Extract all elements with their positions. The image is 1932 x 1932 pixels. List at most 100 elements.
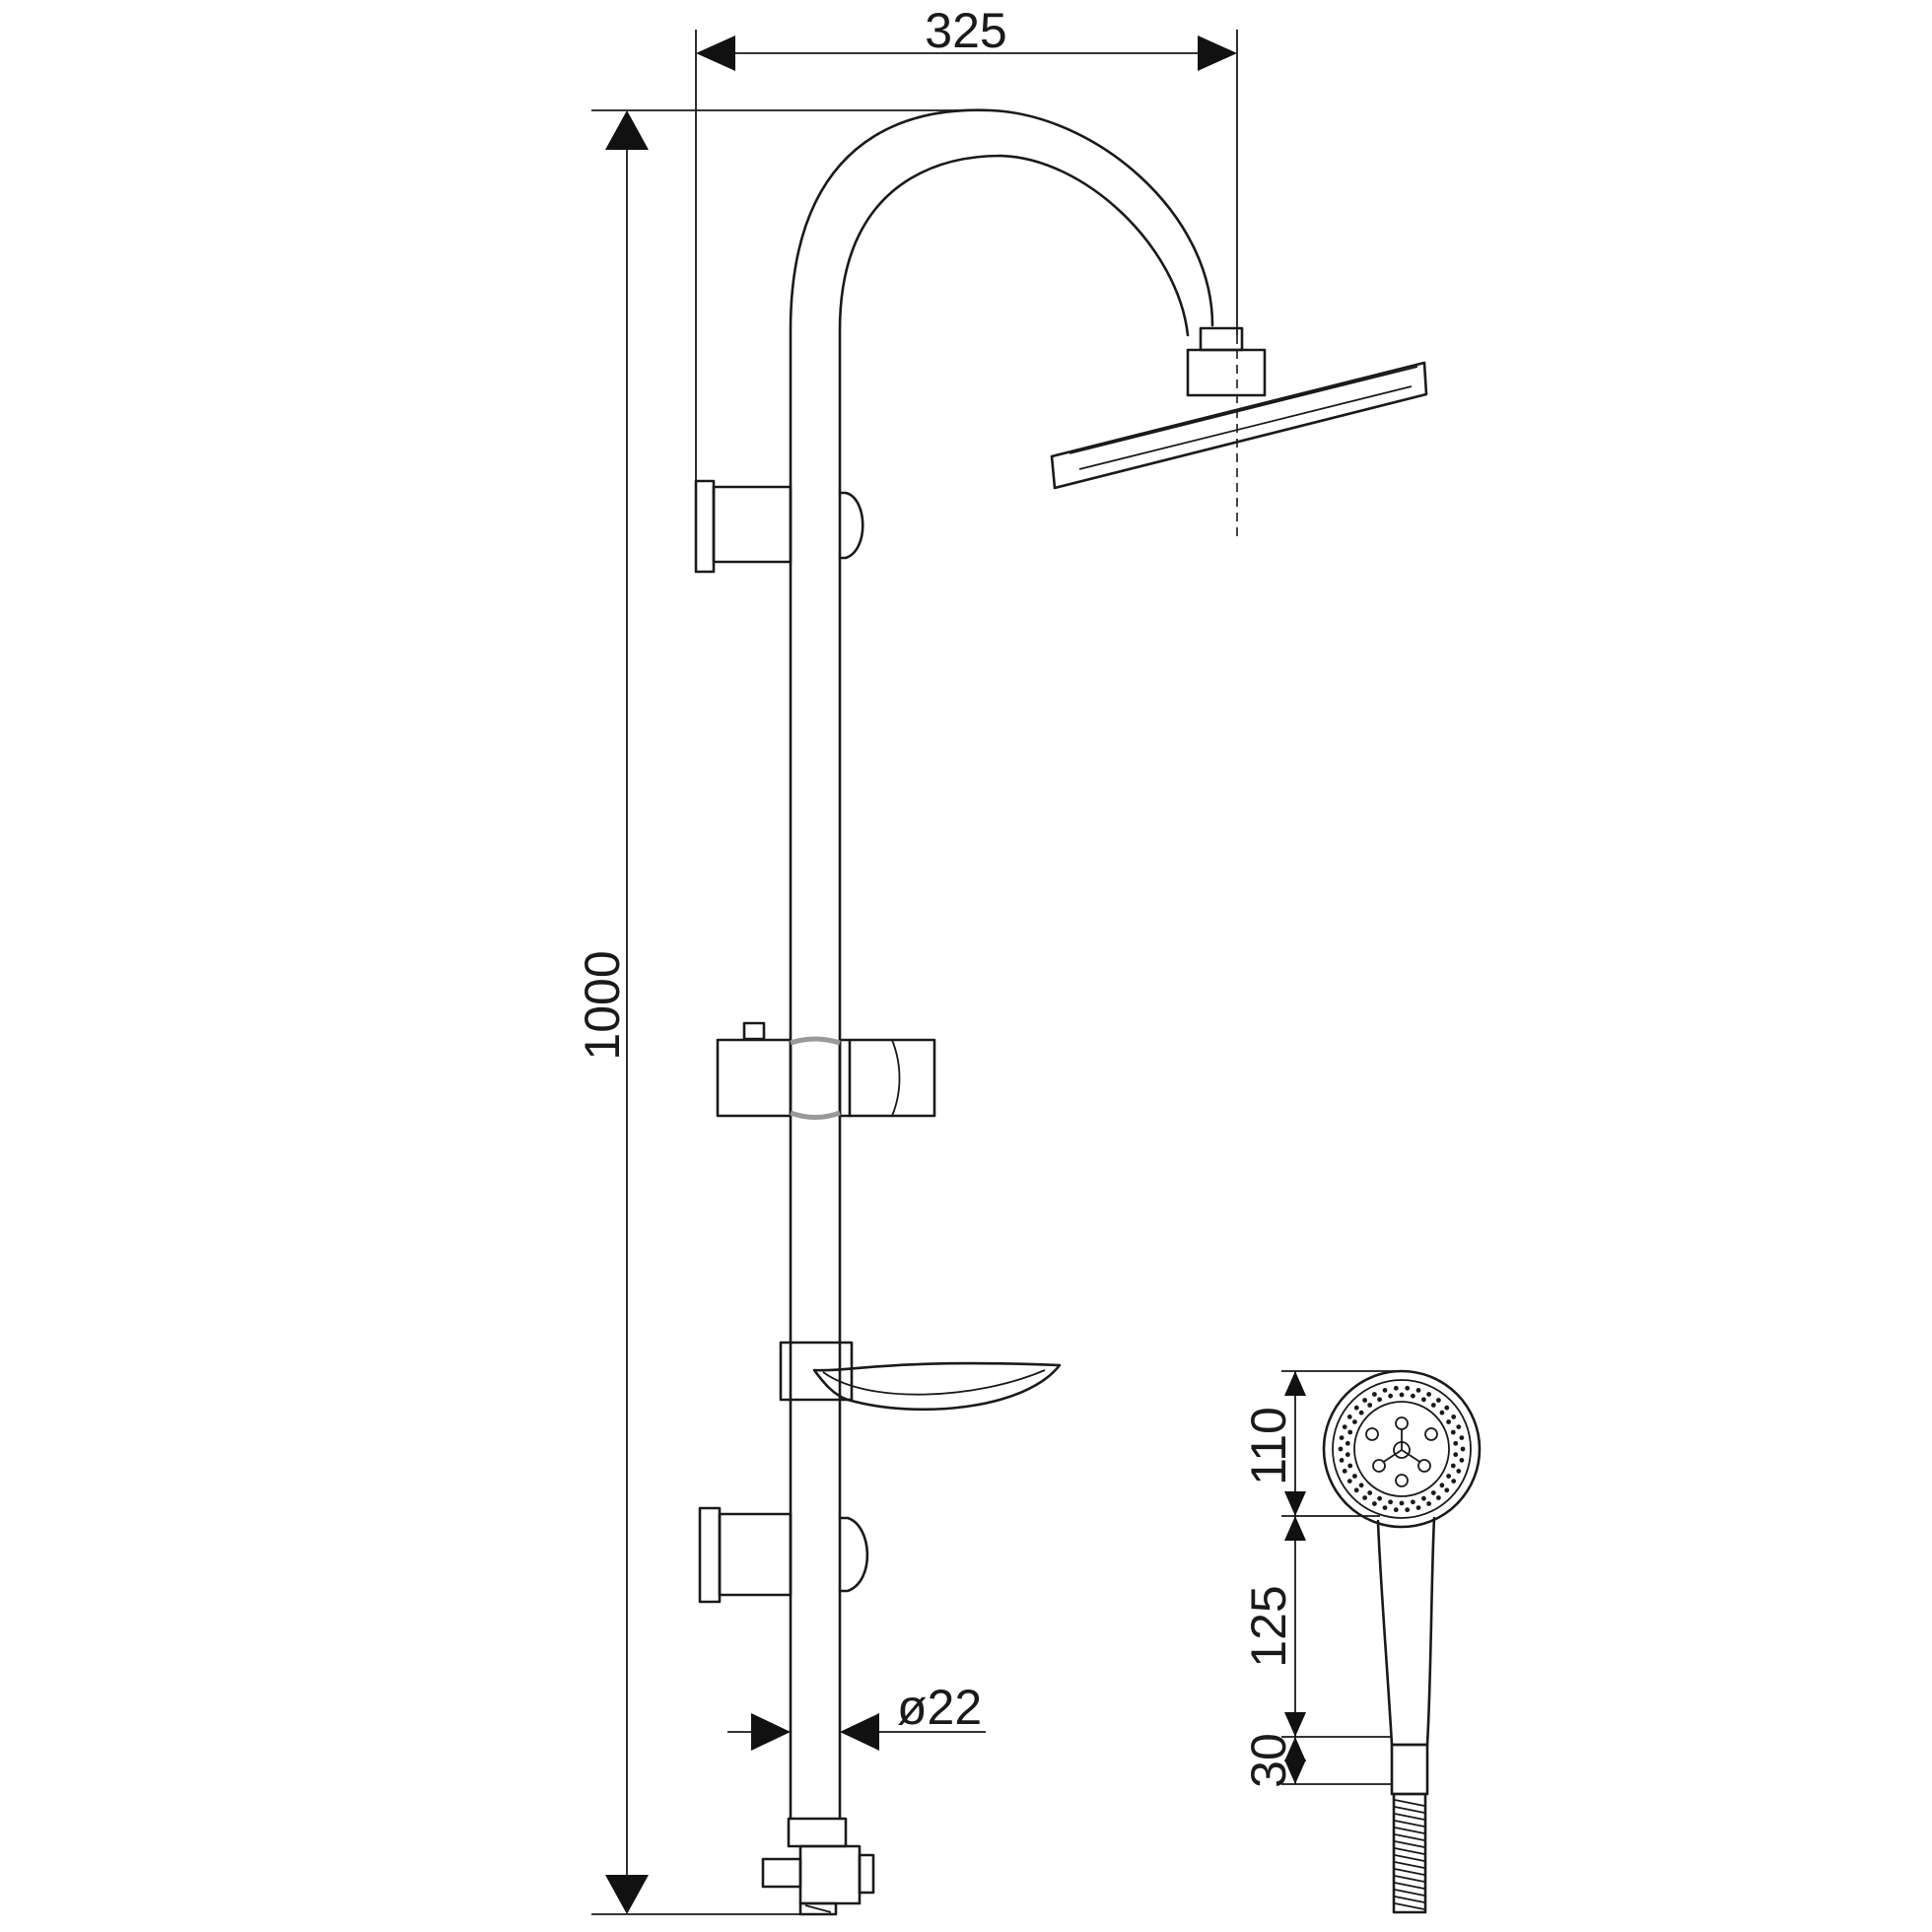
hose-stripe <box>1394 1882 1425 1890</box>
nozzle-dot <box>1393 1507 1399 1513</box>
nozzle-dot <box>1421 1495 1426 1501</box>
hose-stripe <box>1394 1827 1425 1834</box>
nozzle-dot <box>1426 1392 1431 1397</box>
upper-wall-bracket <box>694 479 864 574</box>
nozzle-dot <box>1453 1440 1459 1446</box>
hose-stripe <box>1394 1896 1425 1903</box>
nozzle-dot <box>1430 1403 1436 1408</box>
arm-projection-label: 325 <box>925 3 1006 58</box>
hand-shower <box>1322 1369 1482 1914</box>
nozzle-dot <box>1415 1505 1421 1510</box>
hose-stripe <box>1394 1799 1425 1807</box>
nozzle-dot <box>1393 1385 1399 1391</box>
handle-dimension-label: 125 <box>1241 1585 1296 1667</box>
hose-stripe <box>1394 1868 1425 1876</box>
overhead-shower-head <box>1050 326 1428 490</box>
nozzle-dot <box>1388 1393 1393 1399</box>
hose-stripe <box>1394 1833 1425 1841</box>
bottom-diverter <box>761 1817 875 1916</box>
nozzle-dot <box>1372 1392 1377 1397</box>
nozzle-dot <box>1415 1388 1421 1393</box>
nozzle-dot <box>1346 1414 1352 1419</box>
nozzle-dot <box>1450 1429 1456 1435</box>
nozzle-dot <box>1342 1469 1347 1474</box>
spray-center <box>1365 1416 1438 1487</box>
nozzle-dot <box>1382 1388 1388 1393</box>
riser-pipe <box>789 108 1214 1821</box>
nozzle-dot <box>1345 1440 1350 1446</box>
nozzle-dot <box>1338 1446 1344 1452</box>
projection-dimension: 325 <box>695 3 1238 540</box>
nozzle-dot <box>1377 1495 1382 1501</box>
spray-nozzles <box>1338 1385 1466 1513</box>
nozzle-dot <box>1352 1474 1357 1479</box>
hose-stripe <box>1394 1854 1425 1862</box>
nozzle-dot <box>1450 1463 1456 1469</box>
nozzle-dot <box>1353 1487 1359 1493</box>
hose-texture <box>1394 1799 1425 1910</box>
nozzle-dot <box>1339 1435 1345 1440</box>
height-dimension: 1000 <box>575 109 966 1915</box>
soap-dish <box>779 1341 1062 1412</box>
nozzle-dot <box>1405 1385 1411 1391</box>
nozzle-dot <box>1436 1398 1441 1403</box>
hose-stripe <box>1394 1847 1425 1855</box>
nozzle-dot <box>1446 1419 1451 1424</box>
nozzle-dot <box>1372 1501 1377 1506</box>
hose-stripe <box>1394 1902 1425 1910</box>
hose-stripe <box>1394 1820 1425 1828</box>
nozzle-dot <box>1347 1429 1353 1435</box>
nozzle-dot <box>1444 1487 1450 1493</box>
nozzle-dot <box>1346 1479 1352 1484</box>
overall-height-label: 1000 <box>575 950 630 1060</box>
hose-stripe <box>1394 1889 1425 1897</box>
nozzle-dot <box>1426 1501 1431 1506</box>
nozzle-dot <box>1345 1452 1350 1458</box>
hand-shower-dimensions: 110 125 30 <box>1241 1370 1400 1788</box>
nozzle-dot <box>1358 1483 1364 1488</box>
nozzle-dot <box>1342 1424 1347 1429</box>
nozzle-dot <box>1367 1403 1373 1408</box>
nozzle-dot <box>1405 1507 1411 1513</box>
nozzle-dot <box>1459 1435 1465 1440</box>
nozzle-dot <box>1362 1398 1367 1403</box>
head-dimension-label: 110 <box>1241 1407 1296 1485</box>
nozzle-dot <box>1382 1505 1388 1510</box>
nozzle-dot <box>1362 1495 1367 1500</box>
hose-stripe <box>1394 1806 1425 1814</box>
nozzle-dot <box>1456 1424 1462 1429</box>
pipe-diameter-label: ø22 <box>897 1680 982 1735</box>
nozzle-dot <box>1399 1500 1405 1506</box>
nozzle-dot <box>1411 1499 1415 1505</box>
nozzle-dot <box>1399 1392 1405 1398</box>
nozzle-dot <box>1456 1469 1462 1474</box>
nozzle-dot <box>1439 1410 1445 1415</box>
nozzle-dot <box>1460 1446 1466 1452</box>
hose-stripe <box>1394 1840 1425 1848</box>
nozzle-dot <box>1430 1490 1436 1495</box>
connector-dimension-label: 30 <box>1241 1733 1296 1788</box>
nozzle-dot <box>1358 1410 1364 1415</box>
nozzle-dot <box>1353 1405 1359 1411</box>
nozzle-dot <box>1446 1474 1451 1479</box>
hose-stripe <box>1394 1813 1425 1821</box>
nozzle-dot <box>1439 1483 1445 1488</box>
nozzle-dot <box>1453 1452 1459 1458</box>
nozzle-dot <box>1388 1499 1393 1505</box>
nozzle-dot <box>1451 1479 1457 1484</box>
nozzle-dot <box>1347 1463 1353 1469</box>
nozzle-dot <box>1352 1419 1357 1424</box>
nozzle-dot <box>1377 1397 1382 1403</box>
nozzle-dot <box>1436 1495 1441 1500</box>
nozzle-dot <box>1451 1414 1457 1419</box>
slider-holder <box>716 1021 936 1120</box>
diameter-dimension: ø22 <box>727 1680 986 1751</box>
nozzle-dot <box>1411 1393 1415 1399</box>
hose-stripe <box>1394 1861 1425 1869</box>
nozzle-dot <box>1444 1405 1450 1411</box>
nozzle-dot <box>1367 1490 1373 1495</box>
lower-wall-bracket <box>698 1506 869 1604</box>
hose-stripe <box>1394 1875 1425 1883</box>
nozzle-dot <box>1339 1458 1345 1463</box>
